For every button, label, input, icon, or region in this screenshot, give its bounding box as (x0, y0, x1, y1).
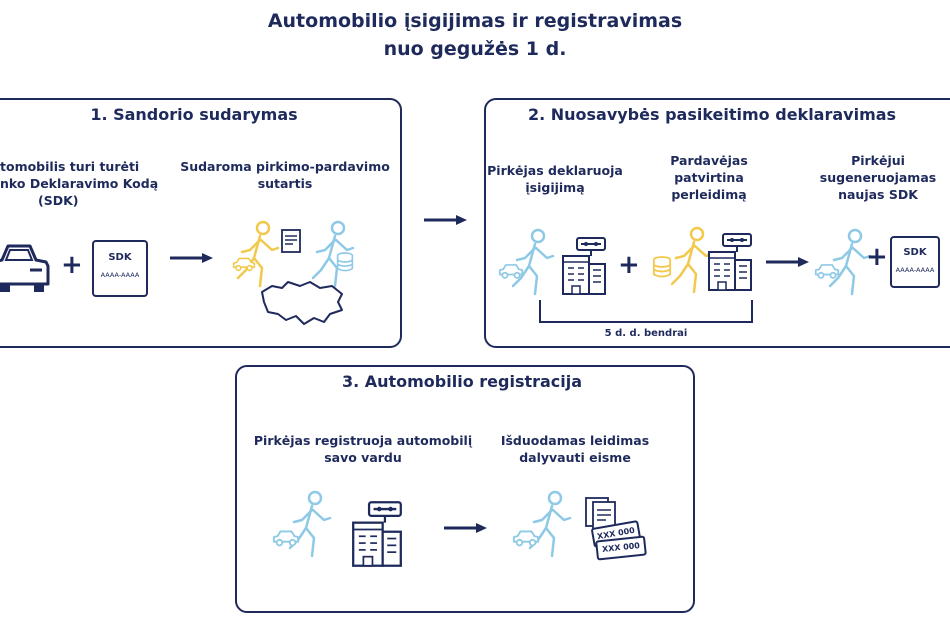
panel-nuosavybes-deklaravimas: 2. Nuosavybės pasikeitimo deklaravimas (484, 98, 950, 348)
panel2-caption-new-sdk-line: sugeneruojamas (819, 170, 937, 185)
panel3-caption-left-line: Pirkėjas registruoja automobilį (253, 433, 473, 448)
panel3-caption-right: Išduodamas leidimas dalyvauti eisme (490, 432, 660, 466)
panel1-caption-right-line: sutartis (257, 176, 313, 191)
panel2-caption-seller: Pardavėjas patvirtina perleidimą (654, 152, 764, 203)
panel2-caption-seller-line: patvirtina (674, 170, 744, 185)
arrow-icon (444, 522, 488, 534)
panel1-caption-left-line: nko Deklaravimo Kodą (0, 176, 159, 191)
buyer-car-icon (272, 528, 300, 548)
lithuania-map-icon (261, 281, 343, 325)
panel2-caption-seller-line: Pardavėjas (670, 153, 748, 168)
panel1-caption-left-line: (SDK) (38, 193, 79, 208)
panel1-caption-right: Sudaroma pirkimo-pardavimo sutartis (170, 158, 400, 192)
sdk-card: SDK AAAA-AAAA (92, 240, 148, 297)
panel1-title: 1. Sandorio sudarymas (90, 105, 298, 124)
panel2-caption-buyer: Pirkėjas deklaruoja įsigijimą (486, 162, 624, 196)
panel3-title: 3. Automobilio registracija (341, 372, 583, 391)
buyer-person-icon (282, 490, 342, 560)
plus-icon: + (618, 250, 640, 280)
panel3-caption-left: Pirkėjas registruoja automobilį savo var… (248, 432, 478, 466)
sdk-label: SDK (903, 247, 927, 258)
panel1-caption-left: tomobilis turi turėti nko Deklaravimo Ko… (0, 158, 164, 209)
plus-icon: + (61, 250, 83, 280)
buyer-car-icon (814, 262, 840, 280)
panel1-caption-left-line: tomobilis turi turėti (0, 159, 140, 174)
seller-car-icon (232, 255, 256, 273)
contract-document-icon (281, 229, 301, 253)
panel-automobilio-registracija: 3. Automobilio registracija (235, 365, 695, 613)
diagram-title-line2: nuo gegužės 1 d. (383, 38, 567, 60)
sdk-code: AAAA-AAAA (895, 266, 935, 274)
institution-building-icon (558, 236, 610, 296)
buyer-car-icon (512, 528, 540, 548)
panel3-caption-right-line: Išduodamas leidimas (500, 433, 650, 448)
buyer-coins-icon (336, 252, 354, 272)
documents-icon (585, 497, 616, 531)
arrow-icon (766, 256, 810, 268)
arrow-icon (424, 214, 468, 226)
panel2-title: 2. Nuosavybės pasikeitimo deklaravimas (527, 105, 897, 124)
panel3-caption-right-line: dalyvauti eisme (519, 450, 631, 465)
panel2-caption-buyer-line: Pirkėjas deklaruoja (487, 163, 623, 178)
plus-icon: + (866, 242, 888, 272)
new-sdk-card: SDK AAAA-AAAA (890, 236, 940, 288)
timeframe-label: 5 d. d. bendrai (604, 328, 688, 339)
panel2-caption-buyer-line: įsigijimą (525, 180, 585, 195)
buyer-person-icon (522, 490, 582, 560)
sdk-code: AAAA-AAAA (100, 271, 140, 279)
timeframe-bracket (539, 300, 753, 323)
sdk-label: SDK (108, 252, 132, 263)
panel2-caption-new-sdk-line: naujas SDK (838, 187, 918, 202)
panel2-caption-new-sdk-line: Pirkėjui (851, 153, 905, 168)
panel3-caption-left-line: savo vardu (324, 450, 402, 465)
arrow-icon (170, 252, 214, 264)
registration-building-icon (348, 500, 406, 568)
panel1-caption-right-line: Sudaroma pirkimo-pardavimo (180, 159, 390, 174)
institution-building-icon (704, 232, 756, 292)
diagram-title-line1: Automobilio įsigijimas ir registravimas (267, 10, 683, 32)
buyer-car-icon (498, 262, 524, 280)
car-icon (0, 244, 50, 292)
panel2-caption-seller-line: perleidimą (671, 187, 747, 202)
panel2-caption-new-sdk: Pirkėjui sugeneruojamas naujas SDK (806, 152, 950, 203)
seller-coins-icon (652, 256, 672, 278)
